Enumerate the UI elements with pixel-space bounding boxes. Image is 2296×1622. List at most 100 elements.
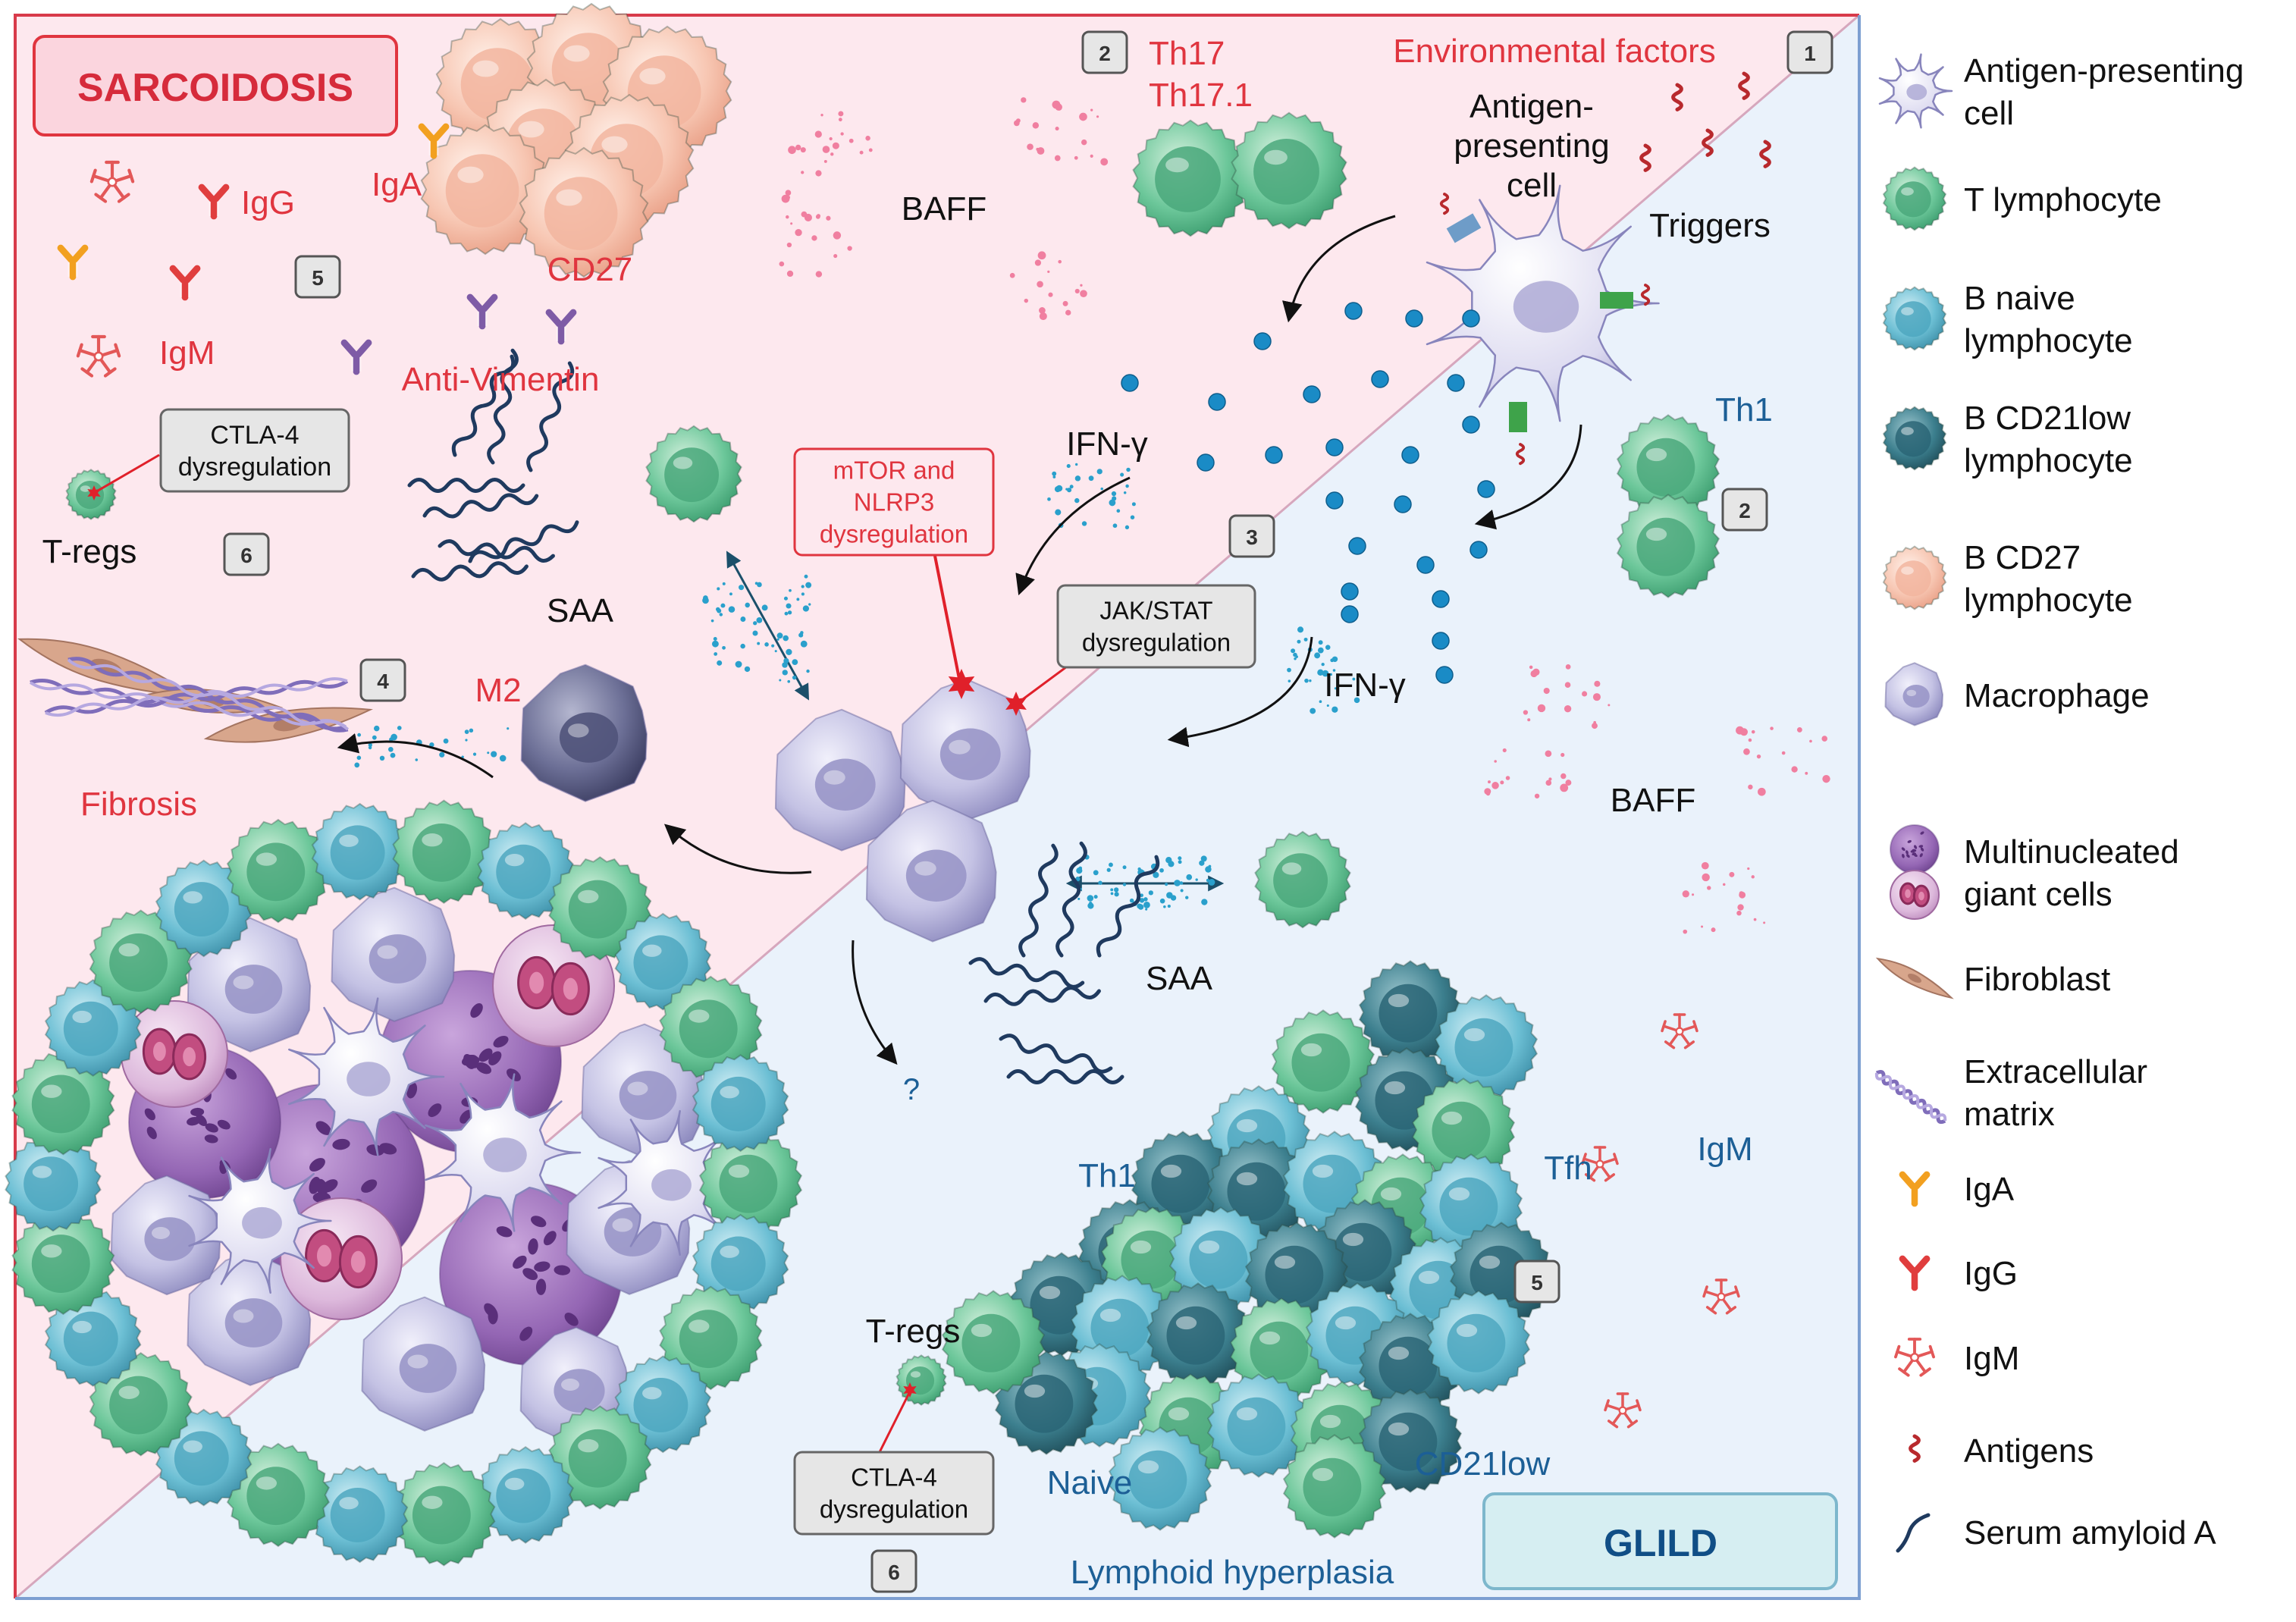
- arrow-apc-to-th1: [1474, 424, 1582, 530]
- environmental-factors-label: Environmental factors: [1393, 33, 1716, 70]
- step-number: 6: [888, 1561, 900, 1584]
- b-naive-lymphocyte: [1108, 1426, 1212, 1531]
- serum-amyloid-a: [999, 1034, 1113, 1074]
- t-lymphocyte: [1271, 1009, 1375, 1114]
- legend-label: Antigens: [1964, 1432, 2094, 1470]
- cytokine-small-dots: [354, 725, 510, 768]
- jakstat-box-line: JAK/STAT: [1099, 597, 1212, 625]
- legend-label: B naive: [1964, 280, 2075, 317]
- t-lymphocyte: [226, 818, 331, 924]
- t-lymphocyte: [548, 856, 652, 961]
- igm-label: IgM: [159, 334, 215, 372]
- triggers-label: Triggers: [1649, 207, 1771, 244]
- step-number: 2: [1739, 499, 1751, 522]
- t-lymphocyte: [698, 1131, 803, 1235]
- step-badge-s1: 1: [1786, 30, 1833, 74]
- ctla4-star: [87, 485, 101, 500]
- sarcoidosis-border: [14, 14, 1859, 1598]
- naive-label: Naive: [1047, 1464, 1133, 1501]
- th17-cell: [1231, 111, 1347, 230]
- legend-label: Macrophage: [1964, 677, 2150, 714]
- b-naive-lymphocyte: [311, 802, 409, 901]
- binucleated-giant-cell: [280, 1197, 403, 1320]
- baff-label: BAFF: [902, 190, 986, 227]
- macrophage: [865, 799, 997, 943]
- antigen-presenting-cell-label-line: Antigen-: [1470, 88, 1594, 125]
- igm-icon: [1894, 1338, 1935, 1377]
- igg-icon: [1899, 1255, 1931, 1291]
- iga-icon: [1899, 1171, 1931, 1207]
- serum-amyloid-a: [1055, 841, 1087, 958]
- th17-cell: [1132, 119, 1249, 237]
- t-lymphocyte: [392, 799, 496, 905]
- legend-item: Macrophage: [1964, 677, 2150, 714]
- antigen: [1759, 140, 1771, 168]
- th1-label-lower: Th1: [1078, 1157, 1136, 1194]
- ifn-gamma-small-dots: [1287, 626, 1360, 714]
- b-cd21low-lymphocyte: [1358, 960, 1463, 1065]
- serum-amyloid-a: [468, 520, 579, 563]
- fibrosis-label: Fibrosis: [80, 786, 197, 823]
- legend-label: T lymphocyte: [1964, 181, 2162, 218]
- multinucleated-giant-cells-icon: [1890, 824, 1940, 920]
- antigen-presenting-cell: [425, 1073, 582, 1232]
- step-badge-s2b: 2: [1721, 488, 1768, 532]
- sarcoidosis-title: SARCOIDOSIS: [77, 66, 353, 110]
- b-naive-lymphocyte: [1434, 994, 1539, 1099]
- legend-item: B naive lymphocyte: [1964, 280, 2133, 359]
- step-badge-s2a: 2: [1081, 30, 1128, 74]
- antigen-presenting-cell: [288, 997, 445, 1156]
- legend-label: cell: [1964, 95, 2014, 132]
- glild-title: GLILD: [1604, 1522, 1717, 1564]
- cd21low-label: CD21low: [1415, 1445, 1551, 1482]
- legend-item: Fibroblast: [1964, 961, 2110, 998]
- question-mark-label: ?: [903, 1073, 920, 1106]
- step-number: 3: [1246, 526, 1258, 549]
- baff-dots: [1484, 748, 1572, 798]
- arrow-macrophage-to-m2: [663, 824, 812, 874]
- saa-exchange-dots: [702, 574, 812, 683]
- igm-antibody: [1702, 1278, 1740, 1315]
- serum-amyloid-a: [1018, 843, 1059, 958]
- baff-dots: [781, 111, 873, 203]
- b-naive-lymphocyte: [155, 1408, 252, 1507]
- legend-label: B CD27: [1964, 539, 2081, 576]
- ctla4-box-glild-line: dysregulation: [820, 1495, 968, 1523]
- jakstat-box-line: dysregulation: [1082, 629, 1231, 657]
- giant-cell-a: [1890, 824, 1940, 874]
- igg-label: IgG: [241, 184, 295, 221]
- arrow-m2-to-fibrosis: [337, 733, 494, 779]
- t-lymphocyte: [89, 1351, 193, 1457]
- mtor-star: [948, 669, 975, 699]
- binucleated-giant-cell: [121, 1000, 228, 1108]
- igm-antibody: [1581, 1146, 1619, 1182]
- t-lymphocyte: [1254, 830, 1351, 929]
- step-number: 1: [1804, 42, 1816, 65]
- glild-title-box: GLILD: [1482, 1492, 1838, 1590]
- arrow-apc-to-th17: [1282, 215, 1396, 323]
- t-lymphocyte: [392, 1461, 496, 1567]
- igg-antibody: [198, 184, 230, 220]
- legend-label: lymphocyte: [1964, 322, 2133, 359]
- serum-amyloid-a: [438, 539, 555, 563]
- giant-cell-b: [1890, 870, 1940, 920]
- t-lymphocyte: [659, 1285, 763, 1391]
- macrophage: [331, 886, 456, 1022]
- cd27-label: CD27: [547, 251, 633, 288]
- mhc-receptor: [1446, 213, 1482, 243]
- mtor-nlrp3-box-line: NLRP3: [854, 488, 934, 516]
- serum-amyloid-a-icon: [1896, 1513, 1931, 1553]
- antigen: [1738, 71, 1750, 100]
- t-lymphocyte: [548, 1405, 652, 1510]
- t-regs-label-glild: T-regs: [866, 1313, 961, 1350]
- anti-vimentin-antibody: [466, 293, 498, 330]
- legend-item: T lymphocyte: [1964, 181, 2162, 218]
- th17-1-label: Th17.1: [1149, 77, 1253, 114]
- legend-label: IgA: [1964, 1171, 2015, 1208]
- b-cd27-lymphocyte-icon: [1882, 545, 1947, 610]
- baff-dots: [1682, 861, 1766, 934]
